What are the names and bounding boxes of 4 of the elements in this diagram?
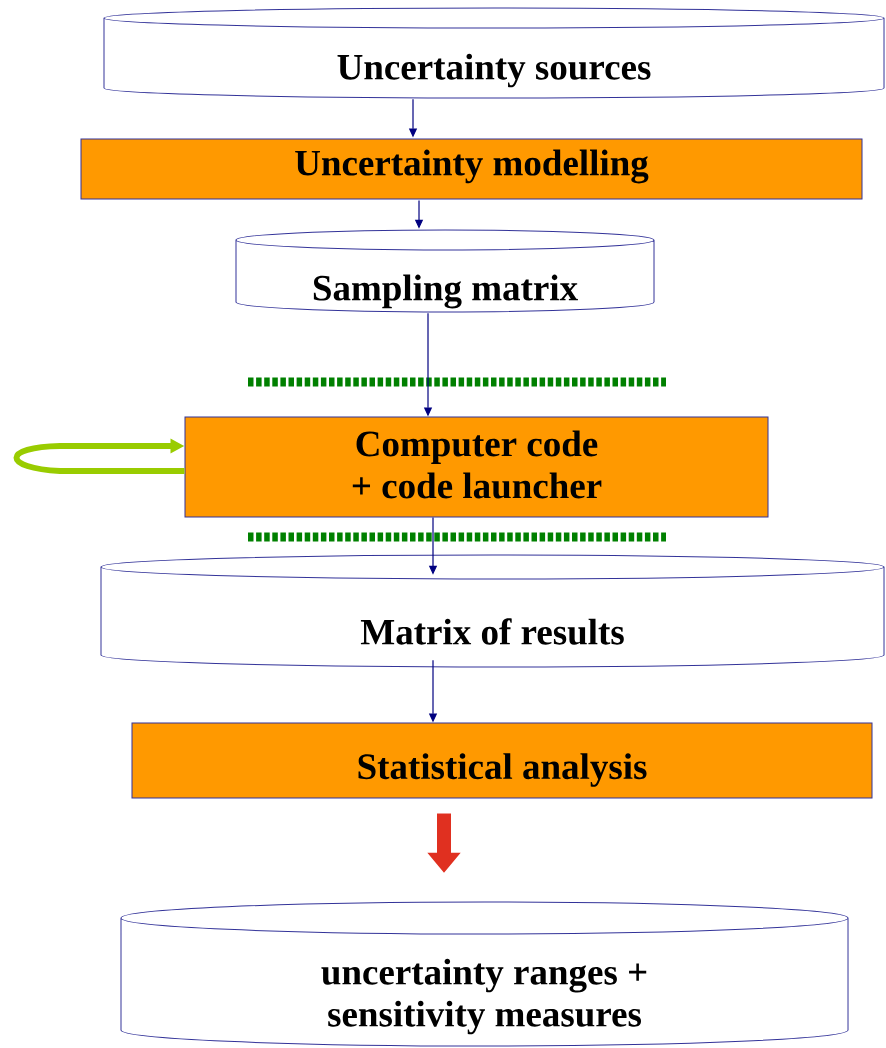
process-box: Computer code + code launcher bbox=[184, 416, 769, 518]
arrow bbox=[14, 438, 185, 474]
process-box: Uncertainty modelling bbox=[80, 138, 863, 200]
process-box: Statistical analysis bbox=[131, 722, 873, 799]
